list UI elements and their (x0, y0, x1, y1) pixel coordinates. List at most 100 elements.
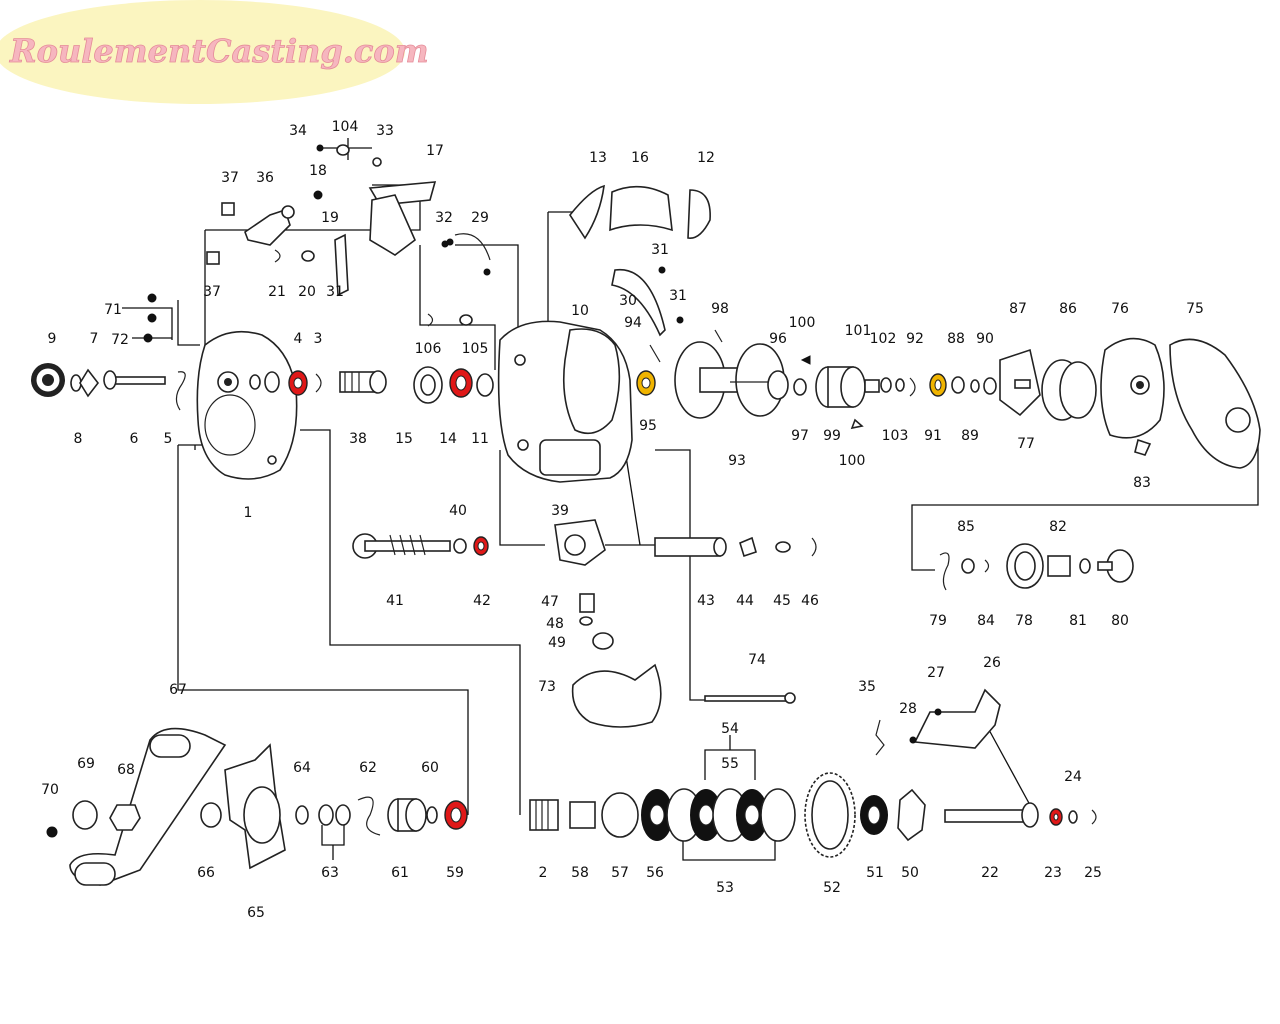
logo-ellipse (0, 0, 405, 104)
part-30 (611, 268, 666, 337)
part-2-clutch (529, 799, 559, 831)
part-15-bushing (413, 366, 443, 404)
part-number-label-15: 15 (395, 431, 413, 447)
drag-washers (641, 788, 796, 842)
part-number-label-24: 24 (1064, 769, 1082, 785)
part-23-bearing-red (1049, 808, 1063, 826)
part-93-spool (674, 341, 785, 419)
site-logo[interactable]: RoulementCasting.com (0, 0, 429, 104)
part-number-label-68: 68 (117, 762, 135, 778)
part-75-cover (1169, 338, 1261, 469)
part-number-label-33: 33 (376, 123, 394, 139)
part-number-label-73: 73 (538, 679, 556, 695)
part-number-label-85: 85 (957, 519, 975, 535)
part-26-bracket (913, 688, 1001, 749)
part-99-brake (815, 366, 866, 408)
part-number-label-63: 63 (321, 865, 339, 881)
part-number-label-104: 104 (332, 119, 359, 135)
part-number-label-45: 45 (773, 593, 791, 609)
part-number-label-35: 35 (858, 679, 876, 695)
part-number-label-44: 44 (736, 593, 754, 609)
part-number-label-74: 74 (748, 652, 766, 668)
part-number-label-76: 76 (1111, 301, 1129, 317)
part-number-label-32: 32 (435, 210, 453, 226)
part-number-label-31: 31 (651, 242, 669, 258)
part-41-worm-shaft (352, 533, 451, 559)
part-number-label-4: 4 (294, 331, 303, 347)
part-number-label-29: 29 (471, 210, 489, 226)
part-number-label-5: 5 (164, 431, 173, 447)
part-number-label-95: 95 (639, 418, 657, 434)
part-number-label-60: 60 (421, 760, 439, 776)
part-number-label-99: 99 (823, 428, 841, 444)
part-number-label-64: 64 (293, 760, 311, 776)
part-number-label-7: 7 (90, 331, 99, 347)
part-number-label-69: 69 (77, 756, 95, 772)
part-number-label-46: 46 (801, 593, 819, 609)
part-number-label-48: 48 (546, 616, 564, 632)
part-91-bearing-gold (929, 373, 947, 397)
part-number-label-86: 86 (1059, 301, 1077, 317)
part-number-label-11: 11 (471, 431, 489, 447)
part-95-bearing-gold (636, 370, 656, 396)
part-number-label-101: 101 (845, 323, 872, 339)
part-6-shaft (103, 370, 166, 390)
part-number-label-49: 49 (548, 635, 566, 651)
part-number-label-13: 13 (589, 150, 607, 166)
part-number-label-3: 3 (314, 331, 323, 347)
part-78-star (1006, 543, 1044, 589)
part-59-bearing-red (444, 800, 468, 830)
part-number-label-71: 71 (104, 302, 122, 318)
part-1-side-cover (196, 330, 298, 480)
part-number-label-100: 100 (839, 453, 866, 469)
part-number-label-19: 19 (321, 210, 339, 226)
part-number-label-10: 10 (571, 303, 589, 319)
part-number-label-98: 98 (711, 301, 729, 317)
part-number-label-106: 106 (415, 341, 442, 357)
part-number-label-81: 81 (1069, 613, 1087, 629)
part-number-label-27: 27 (927, 665, 945, 681)
part-number-label-56: 56 (646, 865, 664, 881)
part-number-label-6: 6 (130, 431, 139, 447)
part-19 (334, 233, 349, 297)
part-number-label-105: 105 (462, 341, 489, 357)
part-number-label-17: 17 (426, 143, 444, 159)
part-86-ring (1041, 359, 1097, 421)
part-number-label-65: 65 (247, 905, 265, 921)
part-number-label-51: 51 (866, 865, 884, 881)
part-number-label-94: 94 (624, 315, 642, 331)
part-number-label-55: 55 (721, 756, 739, 772)
part-number-label-77: 77 (1017, 436, 1035, 452)
part-number-label-31: 31 (326, 284, 344, 300)
leader-lines (122, 138, 1259, 861)
part-number-label-89: 89 (961, 428, 979, 444)
part-number-label-22: 22 (981, 865, 999, 881)
part-number-label-96: 96 (769, 331, 787, 347)
part-4-bearing-red (288, 370, 308, 396)
part-43-tube (654, 537, 721, 557)
part-number-label-47: 47 (541, 594, 559, 610)
part-number-label-66: 66 (197, 865, 215, 881)
part-36 (244, 208, 291, 246)
part-number-label-18: 18 (309, 163, 327, 179)
part-number-label-16: 16 (631, 150, 649, 166)
part-number-label-88: 88 (947, 331, 965, 347)
part-29 (454, 233, 491, 261)
part-number-label-58: 58 (571, 865, 589, 881)
part-76-side-plate (1100, 337, 1165, 439)
part-38-pinion (339, 370, 387, 394)
part-number-label-84: 84 (977, 613, 995, 629)
part-number-label-90: 90 (976, 331, 994, 347)
part-number-label-82: 82 (1049, 519, 1067, 535)
part-number-label-78: 78 (1015, 613, 1033, 629)
part-22-drive-shaft (944, 802, 1039, 828)
part-number-label-38: 38 (349, 431, 367, 447)
part-number-label-75: 75 (1186, 301, 1204, 317)
part-number-label-23: 23 (1044, 865, 1062, 881)
part-16 (609, 185, 673, 232)
part-number-label-57: 57 (611, 865, 629, 881)
part-9-star-drag (31, 363, 65, 397)
part-number-label-59: 59 (446, 865, 464, 881)
part-number-label-12: 12 (697, 150, 715, 166)
